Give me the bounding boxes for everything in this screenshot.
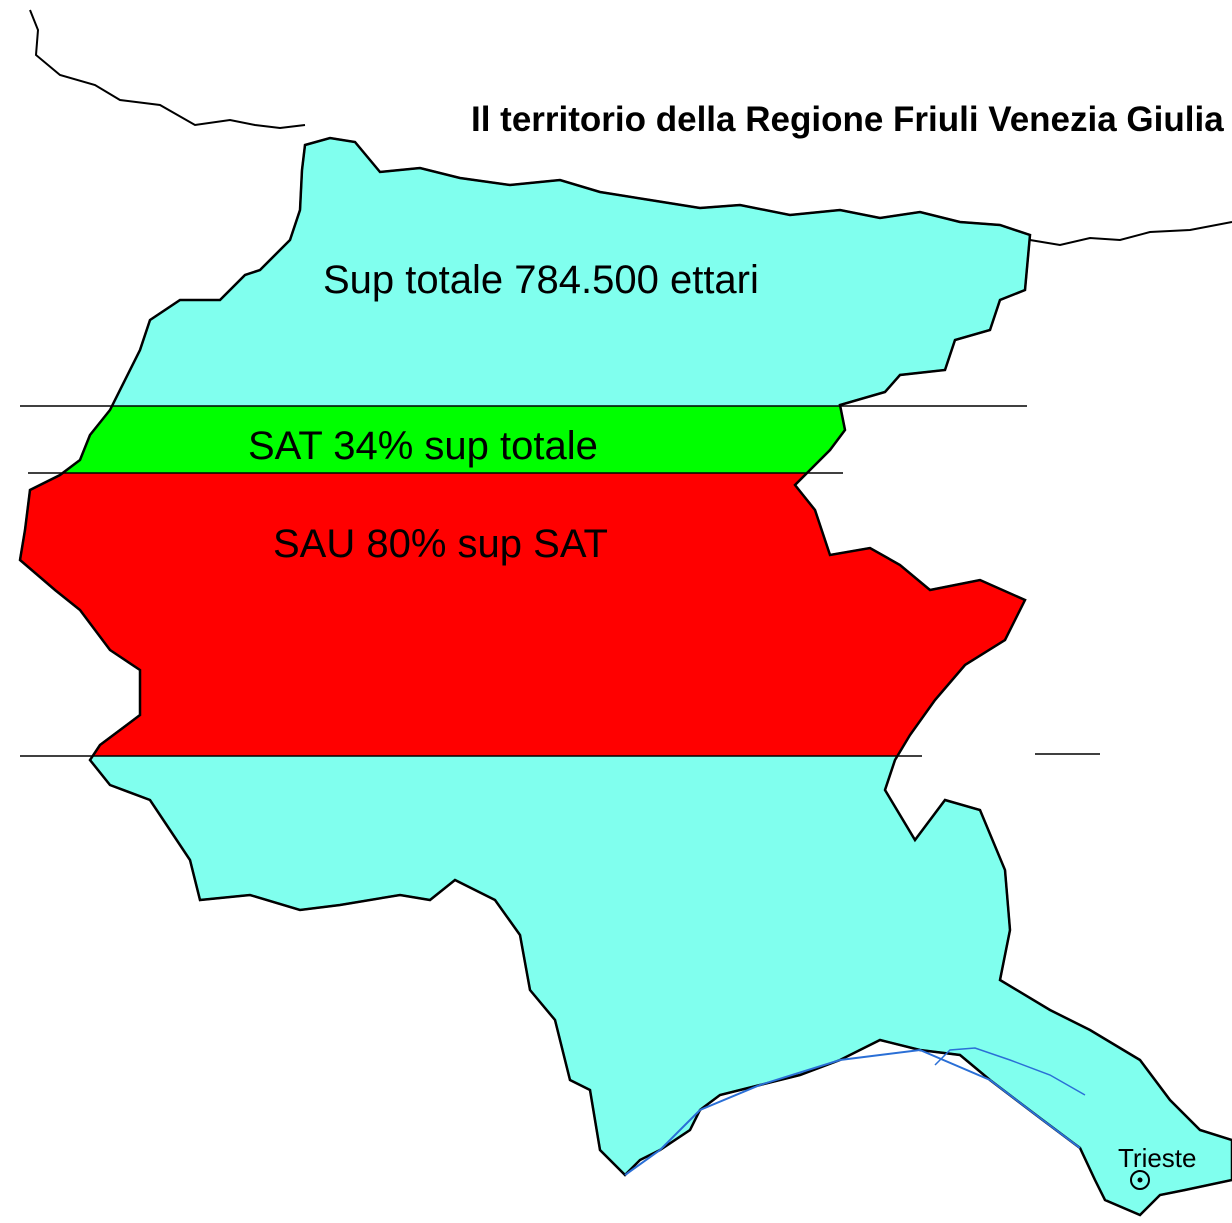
city-label-trieste: Trieste [1118, 1143, 1197, 1173]
map-title: Il territorio della Regione Friuli Venez… [471, 100, 1224, 139]
border-line [29, 9, 1232, 247]
city-marker-icon [1130, 1170, 1150, 1190]
gulf-coast [934, 1047, 1086, 1096]
coastline [624, 1048, 1081, 1176]
sat-label: SAT 34% sup totale [248, 424, 598, 468]
total-area-label: Sup totale 784.500 ettari [323, 258, 759, 302]
sau-label: SAU 80% sup SAT [273, 522, 608, 566]
